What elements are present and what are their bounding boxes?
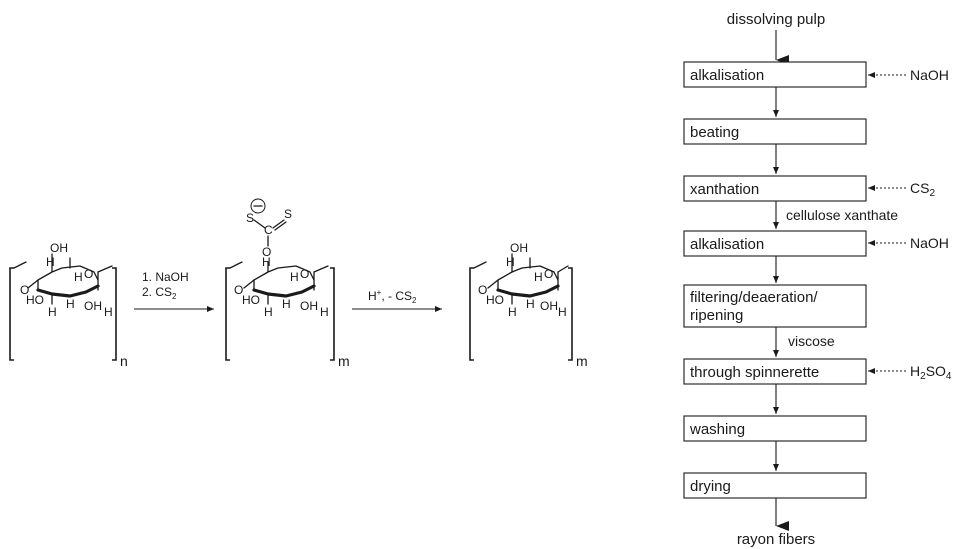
left-bracket	[9, 267, 14, 361]
step-label-alkalisation-2: alkalisation	[690, 236, 764, 253]
step-label-alkalisation-1: alkalisation	[690, 67, 764, 84]
flow-input-label: dissolving pulp	[727, 11, 825, 28]
atom-s-thione: S	[284, 207, 292, 221]
atom-h: H	[534, 270, 543, 284]
atom-ho: HO	[486, 293, 504, 307]
left-bracket	[469, 267, 474, 361]
atom-ring-o: O	[544, 267, 553, 281]
atom-oh: OH	[540, 299, 558, 313]
atom-oh: OH	[84, 299, 102, 313]
step-label-xanthation: xanthation	[690, 181, 759, 198]
condition-cs2: 2. CS2	[142, 285, 177, 301]
atom-h: H	[66, 297, 75, 311]
atom-ho: HO	[242, 293, 260, 307]
atom-ring-o: O	[300, 267, 309, 281]
reaction-arrow-1: 1. NaOH 2. CS2	[134, 270, 214, 312]
atom-h: H	[558, 305, 567, 319]
step-box-beating	[683, 118, 867, 145]
atom-o-left: O	[478, 283, 487, 297]
step-label-filtering: filtering/deaeration/	[690, 289, 818, 306]
atom-ring-o: O	[84, 267, 93, 281]
reagent-cs2: CS2	[910, 180, 935, 199]
reagent-naoh-2: NaOH	[910, 235, 949, 251]
regenerated-cellulose-structure: O O H OH H HO H H OH H m	[469, 241, 588, 369]
atom-h: H	[262, 255, 271, 269]
atom-o-left: O	[20, 283, 29, 297]
atom-oh: OH	[510, 241, 528, 255]
step-box-xanthation	[683, 175, 867, 202]
condition-acid: H+, - CS2	[368, 288, 417, 305]
repeat-label-n: n	[120, 353, 128, 369]
left-bracket	[225, 267, 230, 361]
atom-h: H	[46, 255, 55, 269]
repeat-label-m: m	[338, 353, 350, 369]
condition-naoh: 1. NaOH	[142, 270, 189, 284]
atom-h: H	[508, 305, 517, 319]
atom-h: H	[104, 305, 113, 319]
atom-oh: OH	[50, 241, 68, 255]
cellulose-structure: O O H OH H HO H H OH H n	[9, 241, 128, 369]
atom-o-left: O	[234, 283, 243, 297]
atom-o: O	[262, 245, 271, 259]
step-box-spinnerette	[683, 358, 867, 385]
reaction-arrow-2: H+, - CS2	[352, 288, 442, 312]
step-label-beating: beating	[690, 124, 739, 141]
atom-oh: OH	[300, 299, 318, 313]
right-bracket	[330, 267, 335, 361]
atom-h: H	[506, 255, 515, 269]
step-box-drying	[683, 472, 867, 499]
atom-h: H	[264, 305, 273, 319]
step-label-washing: washing	[689, 421, 745, 438]
atom-c: C	[264, 223, 273, 237]
atom-h: H	[526, 297, 535, 311]
step-box-filtering	[683, 284, 867, 328]
negative-charge-icon	[250, 198, 266, 214]
reagent-h2so4: H2SO4	[910, 363, 952, 382]
viscose-process-flowchart: dissolving pulp alkalisation beating xan…	[683, 11, 952, 548]
step-label-drying: drying	[690, 478, 731, 495]
atom-h: H	[282, 297, 291, 311]
xanthate-structure: O O H O C S S H HO H H OH H m	[225, 198, 350, 369]
atom-h: H	[290, 270, 299, 284]
step-box-washing	[683, 415, 867, 442]
atom-s-anionic: S	[246, 211, 254, 225]
reagent-naoh-1: NaOH	[910, 67, 949, 83]
step-label-spinnerette: through spinnerette	[690, 364, 819, 381]
intermediate-viscose: viscose	[788, 333, 835, 349]
atom-h: H	[320, 305, 329, 319]
right-bracket	[112, 267, 117, 361]
repeat-label-m: m	[576, 353, 588, 369]
step-label-ripening: ripening	[690, 307, 743, 324]
intermediate-cellulose-xanthate: cellulose xanthate	[786, 207, 898, 223]
step-box-alkalisation-1	[683, 61, 867, 88]
step-box-alkalisation-2	[683, 230, 867, 257]
flow-output-label: rayon fibers	[737, 531, 815, 548]
atom-h: H	[74, 270, 83, 284]
atom-h: H	[48, 305, 57, 319]
right-bracket	[568, 267, 573, 361]
atom-ho: HO	[26, 293, 44, 307]
